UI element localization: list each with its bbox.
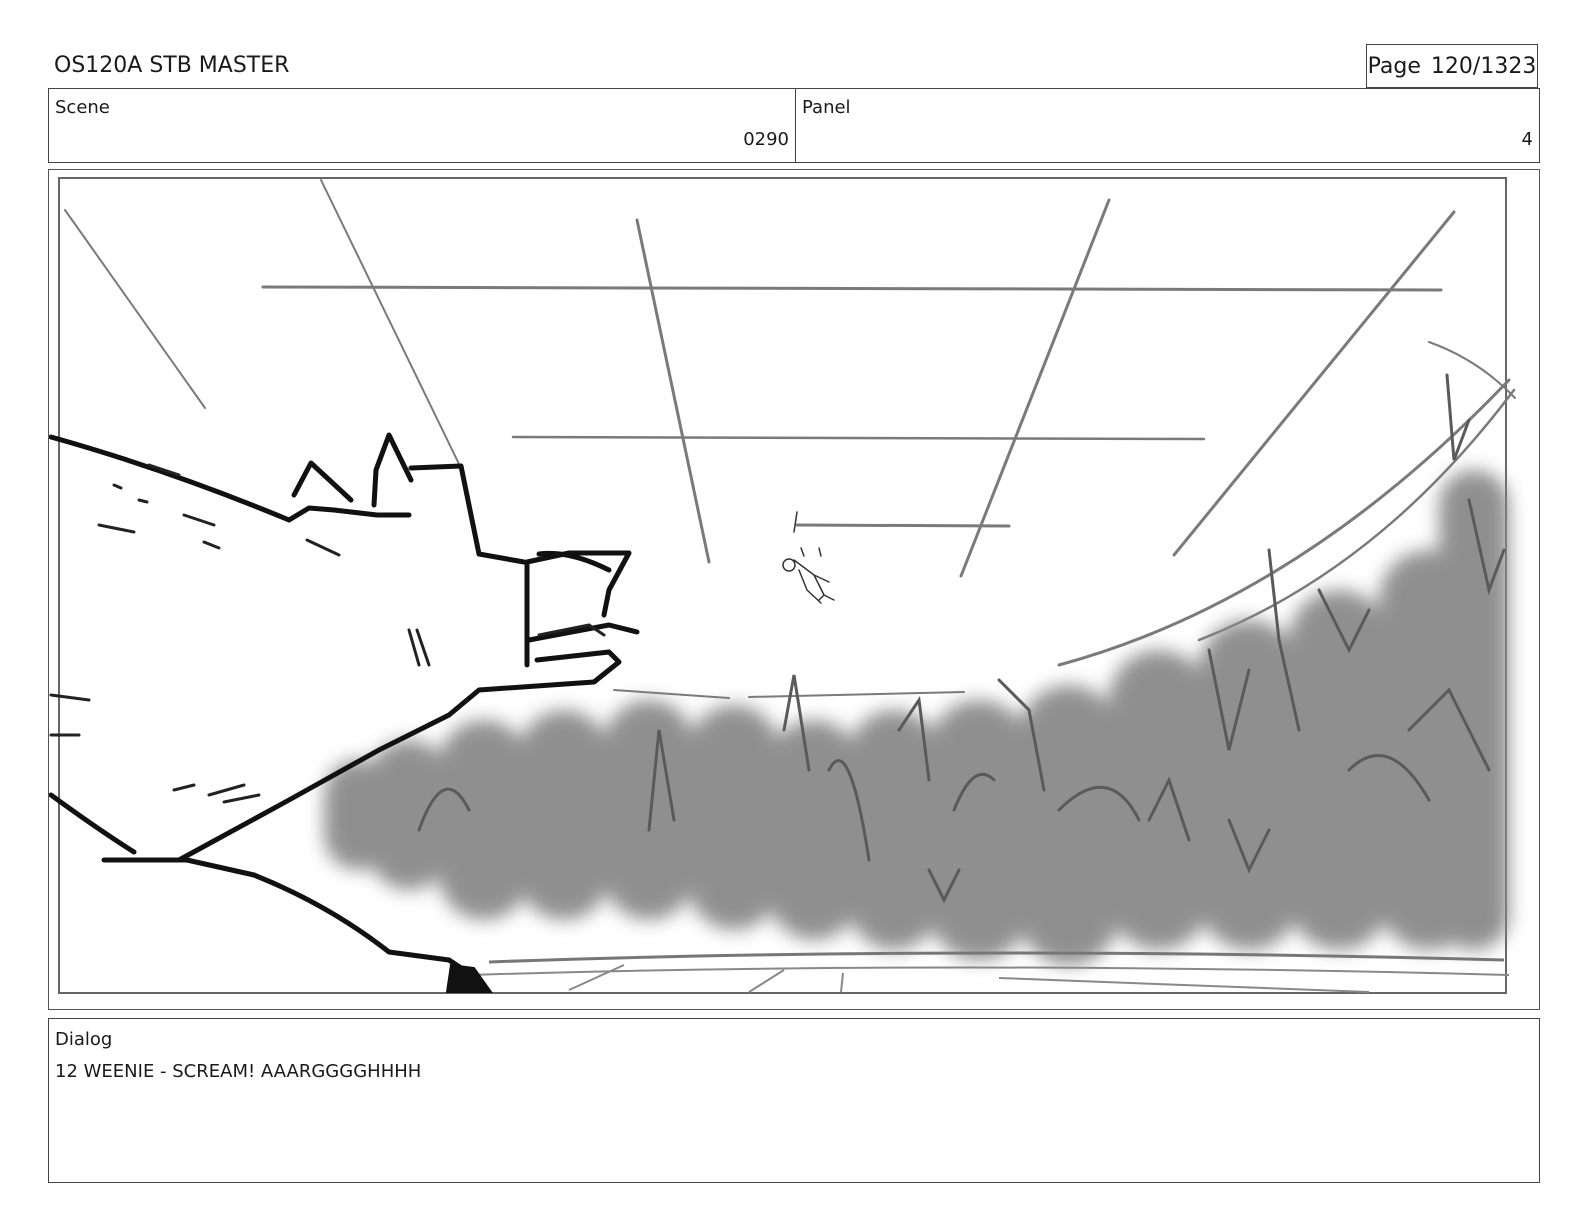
panel-cell: Panel 4 xyxy=(796,89,1539,162)
dialog-text: 12 WEENIE - SCREAM! AAARGGGGHHHH xyxy=(55,1061,422,1082)
distant-figure xyxy=(782,511,835,604)
dialog-box: Dialog 12 WEENIE - SCREAM! AAARGGGGHHHH xyxy=(48,1018,1540,1183)
scene-cell: Scene 0290 xyxy=(49,89,796,162)
foreground-character xyxy=(49,432,640,983)
page-label: Page xyxy=(1367,53,1421,79)
dialog-label: Dialog xyxy=(55,1029,113,1050)
smear-mass xyxy=(324,470,1509,965)
scene-value: 0290 xyxy=(743,129,789,150)
smear-scribbles xyxy=(417,373,1506,904)
scene-label: Scene xyxy=(55,97,110,118)
panel-label: Panel xyxy=(802,97,851,118)
floor-lines xyxy=(468,951,1510,993)
page-indicator: Page 120/1323 xyxy=(1366,44,1538,88)
page-value: 120/1323 xyxy=(1430,53,1537,79)
ceiling-lines xyxy=(64,179,1516,699)
storyboard-sketch xyxy=(49,177,1516,994)
character-shoe xyxy=(445,963,493,993)
scene-panel-row: Scene 0290 Panel 4 xyxy=(48,88,1540,163)
character-detail-strokes xyxy=(49,463,606,804)
document-title: OS120A STB MASTER xyxy=(54,53,290,78)
panel-value: 4 xyxy=(1521,129,1533,150)
storyboard-frame xyxy=(48,169,1540,1010)
